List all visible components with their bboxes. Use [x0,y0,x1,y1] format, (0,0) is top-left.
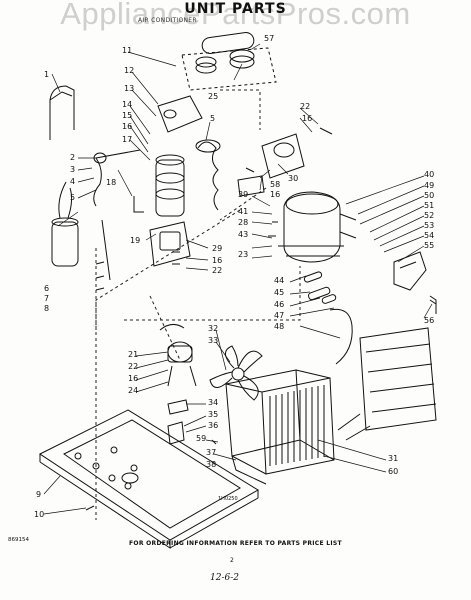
callout: 59 [196,434,207,443]
callout: 14 [122,100,133,109]
assembly-guides [95,89,301,520]
callout: 36 [208,421,219,430]
callout: 25 [208,92,219,101]
terminal-cover [393,251,427,291]
callout: 12 [124,66,135,75]
callout: 51 [424,201,435,210]
callout: 56 [424,316,435,325]
callout: 57 [264,34,275,43]
callout: 23 [238,250,249,259]
screws [85,127,437,511]
callout: 48 [274,322,285,331]
callout: 16 [122,122,133,131]
callout: 44 [274,276,285,285]
callout: 9 [36,490,42,499]
callout: 30 [288,174,299,183]
callout: 16 [128,374,139,383]
callout: 2 [70,153,76,162]
pulley-assembly [181,31,277,91]
callout: 52 [424,211,435,220]
brackets [167,399,217,445]
callout: 1 [44,70,50,79]
handwritten-date: 12-6-2 [210,573,239,583]
callout: 19 [130,236,141,245]
callout: 45 [274,288,285,297]
callout: 29 [212,244,223,253]
callout: 22 [212,266,223,275]
callout: 33 [208,336,219,345]
callout: 7 [44,294,50,303]
ordering-note: FOR ORDERING INFORMATION REFER TO PARTS … [129,540,342,547]
callout: 54 [424,231,435,240]
callout: 15 [122,111,133,120]
compressor [278,191,357,263]
callout: 24 [128,386,139,395]
callout: 39 [238,190,249,199]
callout: 55 [424,241,435,250]
callout: 5 [210,114,216,123]
callout: 21 [128,350,139,359]
callout: 11 [122,46,133,55]
fan-blade [209,345,263,401]
callout: 16 [302,114,313,123]
leader-lines [43,43,433,515]
callout: 50 [424,191,435,200]
callout: 60 [388,467,399,476]
figure-reference: 1H0250 [218,496,238,502]
watermark: AppliancePartsPros.com [60,0,411,31]
page-number: 2 [230,557,234,564]
callout: 22 [300,102,311,111]
base-pan [39,409,259,549]
callout: 16 [270,190,281,199]
coil-spring [195,139,221,211]
callout: 22 [128,362,139,371]
callout: 16 [212,256,223,265]
callout: 10 [34,510,45,519]
callout: 53 [424,221,435,230]
mounting-strap [49,85,75,140]
callout: 8 [44,304,50,313]
callout: 34 [208,398,219,407]
wire-harness [93,149,141,281]
callout: 17 [122,135,133,144]
bracket-58 [237,175,265,197]
control-panel-bracket [337,295,437,441]
callout: 31 [388,454,399,463]
page-title: UNIT PARTS [184,1,287,17]
callout: 38 [206,460,217,469]
fan-motor [159,324,197,387]
callout: 40 [424,170,435,179]
relay [261,133,305,179]
callout: 46 [274,300,285,309]
callout: 3 [70,165,76,174]
callout: 6 [44,284,50,293]
callout: 18 [106,178,117,187]
callout: 35 [208,410,219,419]
callout: 5 [70,193,76,202]
condenser-coil [225,369,335,485]
callout: 28 [238,218,249,227]
control-assembly [133,95,203,267]
callout: 47 [274,311,285,320]
callout: 13 [124,84,135,93]
page-subtitle: AIR CONDITIONER [138,17,197,24]
callout: 41 [238,207,249,216]
callout: 58 [270,180,281,189]
callout: 4 [70,177,76,186]
callout: 32 [208,324,219,333]
callout: 37 [206,448,217,457]
tubing-fittings [303,271,353,365]
callout: 43 [238,230,249,239]
capacitor [51,181,79,267]
callout: 49 [424,181,435,190]
catalog-code: 869154 [8,537,29,543]
